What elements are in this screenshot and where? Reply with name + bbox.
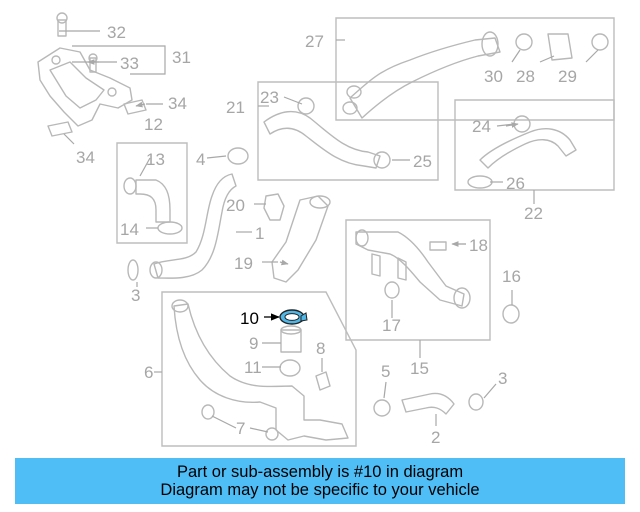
callout-9: 9 bbox=[249, 334, 258, 353]
callout-3-right: 3 bbox=[498, 369, 507, 388]
callout-22: 22 bbox=[524, 204, 543, 223]
banner-line-part-number: Part or sub-assembly is #10 in diagram bbox=[176, 463, 464, 481]
callout-20: 20 bbox=[226, 196, 245, 215]
oring-16 bbox=[502, 304, 520, 324]
callout-7: 7 bbox=[236, 419, 245, 438]
callout-13: 13 bbox=[146, 150, 165, 169]
hose-21 bbox=[263, 97, 391, 169]
group-box-21 bbox=[257, 81, 439, 181]
oring-3 bbox=[127, 259, 139, 281]
callout-labels: 32 33 31 34 12 34 27 30 28 29 21 23 25 2… bbox=[76, 23, 577, 447]
hose-1 bbox=[149, 173, 237, 279]
group-box-12 bbox=[116, 142, 188, 244]
callout-10-highlighted[interactable]: 10 bbox=[240, 309, 259, 328]
callout-15: 15 bbox=[410, 359, 429, 378]
callout-21: 21 bbox=[226, 98, 245, 117]
callout-1: 1 bbox=[255, 224, 264, 243]
callout-14: 14 bbox=[120, 220, 139, 239]
callout-25: 25 bbox=[413, 152, 432, 171]
callout-29: 29 bbox=[558, 67, 577, 86]
hose-2 bbox=[373, 392, 484, 417]
callout-18: 18 bbox=[469, 236, 488, 255]
pipe-15 bbox=[355, 229, 471, 309]
group-box-15 bbox=[345, 219, 491, 341]
callout-17: 17 bbox=[382, 316, 401, 335]
bolt-8 bbox=[315, 371, 331, 391]
banner-line-disclaimer: Diagram may not be specific to your vehi… bbox=[160, 481, 480, 499]
clamp-10-highlighted[interactable] bbox=[279, 309, 308, 325]
callout-33: 33 bbox=[120, 54, 139, 73]
info-banner: Part or sub-assembly is #10 in diagram D… bbox=[15, 458, 625, 504]
sleeve-9 bbox=[280, 325, 302, 353]
callout-3-left: 3 bbox=[131, 286, 140, 305]
callout-12: 12 bbox=[144, 115, 163, 134]
group-box-22 bbox=[454, 99, 615, 191]
bracket-34-small bbox=[47, 99, 147, 137]
hose-27 bbox=[342, 31, 609, 119]
pipe-6 bbox=[171, 299, 349, 441]
callout-23: 23 bbox=[260, 88, 279, 107]
arrows bbox=[87, 59, 519, 266]
callout-27: 27 bbox=[305, 32, 324, 51]
callout-16: 16 bbox=[502, 267, 521, 286]
bolt-18 bbox=[429, 241, 447, 251]
callout-5: 5 bbox=[381, 362, 390, 381]
clamp-11 bbox=[279, 359, 301, 377]
clamp-4 bbox=[227, 147, 249, 165]
callout-28: 28 bbox=[516, 67, 535, 86]
callout-32: 32 bbox=[107, 23, 126, 42]
callout-6: 6 bbox=[144, 363, 153, 382]
callout-34-right: 34 bbox=[168, 94, 187, 113]
callout-11: 11 bbox=[244, 358, 262, 377]
callout-19: 19 bbox=[234, 254, 253, 273]
bracket-20 bbox=[263, 193, 285, 221]
leader-lines bbox=[59, 30, 599, 433]
callout-34-left: 34 bbox=[76, 148, 95, 167]
group-box-6 bbox=[161, 291, 357, 447]
callout-2: 2 bbox=[431, 428, 440, 447]
callout-26: 26 bbox=[506, 174, 525, 193]
callout-8: 8 bbox=[316, 339, 325, 358]
callout-24: 24 bbox=[472, 117, 491, 136]
pipe-19 bbox=[271, 195, 331, 283]
callout-31: 31 bbox=[172, 48, 191, 67]
callout-30: 30 bbox=[484, 67, 503, 86]
callout-4: 4 bbox=[196, 150, 205, 169]
bracket-assembly bbox=[37, 12, 133, 127]
